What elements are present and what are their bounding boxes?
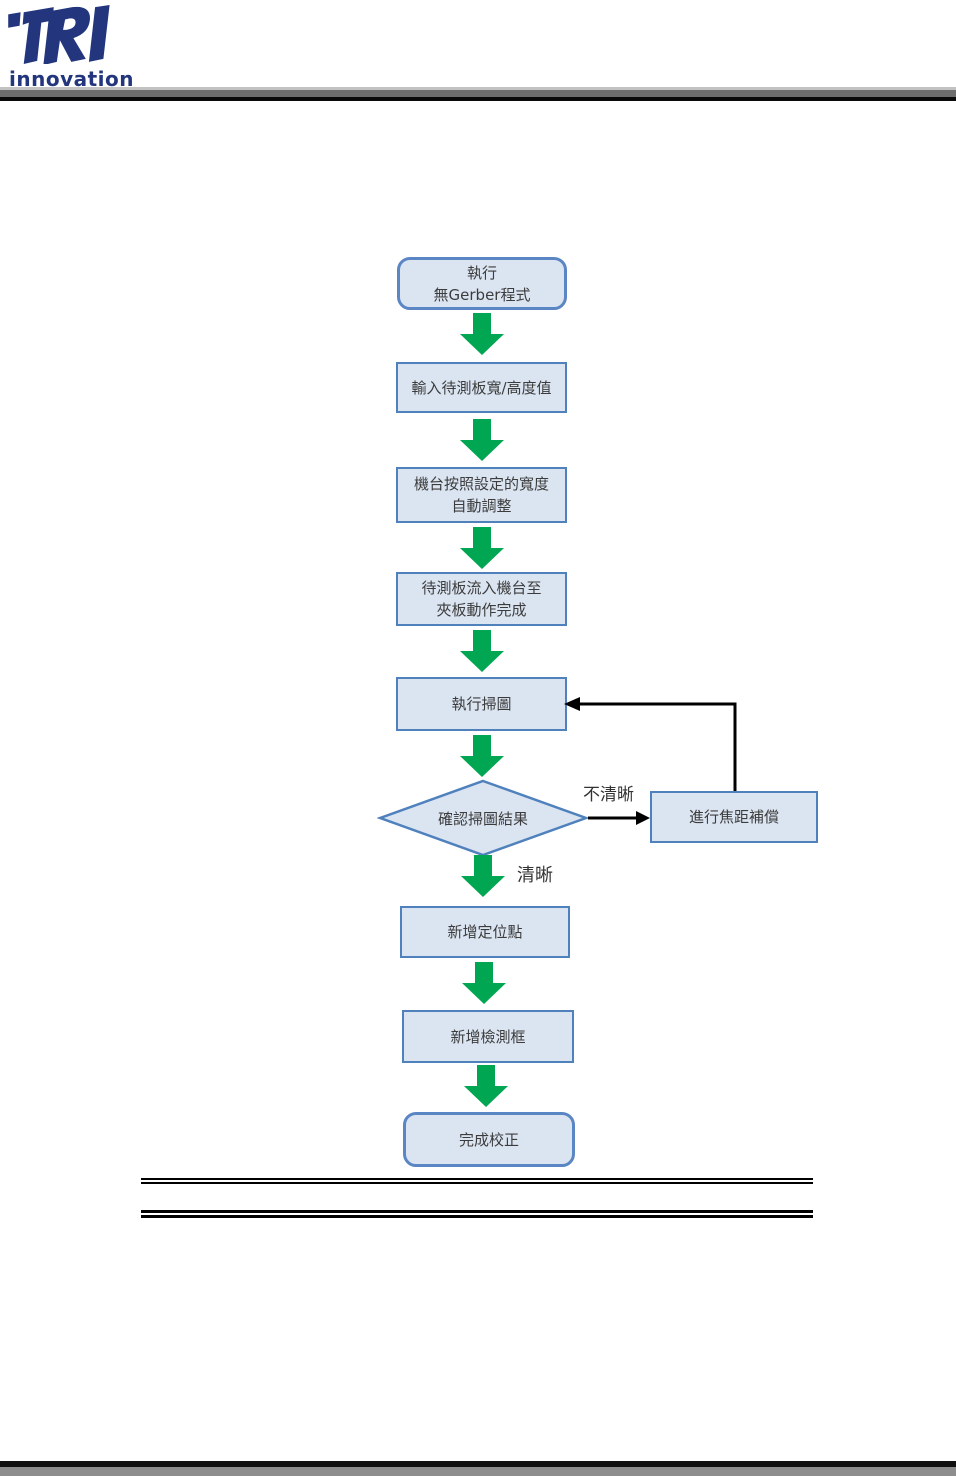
flow-node-add-locate-point-line1: 新增定位點 bbox=[447, 923, 523, 941]
connector-unclear-arrow bbox=[588, 811, 650, 825]
flow-node-scan-line1: 執行掃圖 bbox=[451, 695, 512, 713]
flow-arrow-down-2 bbox=[460, 419, 504, 461]
header-separator-light bbox=[0, 87, 956, 90]
footer-bar-black bbox=[0, 1461, 956, 1467]
flow-node-start-line1: 執行 bbox=[466, 263, 497, 282]
footer-bar-gray bbox=[0, 1467, 956, 1476]
flow-arrow-down-5 bbox=[460, 735, 504, 777]
flow-node-finish-line1: 完成校正 bbox=[458, 1130, 519, 1149]
tri-logo: innovation bbox=[8, 4, 138, 91]
flow-node-add-locate-point: 新增定位點 bbox=[400, 906, 570, 958]
flow-node-add-inspect-frame-line1: 新增檢測框 bbox=[450, 1027, 526, 1046]
flow-node-start: 執行 無Gerber程式 bbox=[397, 257, 567, 310]
flow-arrow-down-4 bbox=[460, 630, 504, 672]
header-separator-mid bbox=[0, 90, 956, 97]
flow-arrow-down-1 bbox=[460, 313, 504, 355]
flow-node-focus-comp: 進行焦距補償 bbox=[650, 791, 818, 843]
flow-node-finish: 完成校正 bbox=[403, 1112, 575, 1167]
header-separator-dark bbox=[0, 97, 956, 101]
separator-line-top-b bbox=[141, 1182, 813, 1184]
connector-feedback-arrow bbox=[564, 697, 737, 791]
flow-node-start-line2: 無Gerber程式 bbox=[433, 285, 531, 304]
flow-node-auto-adjust-line2: 自動調整 bbox=[451, 497, 512, 515]
flow-node-board-flow: 待測板流入機台至 夾板動作完成 bbox=[396, 572, 567, 626]
flow-node-auto-adjust-line1: 機台按照設定的寬度 bbox=[413, 475, 549, 493]
separator-line-bottom-b bbox=[141, 1215, 813, 1218]
flow-node-auto-adjust: 機台按照設定的寬度 自動調整 bbox=[396, 467, 567, 523]
flow-node-scan: 執行掃圖 bbox=[396, 677, 567, 731]
flow-node-check-result: 確認掃圖結果 bbox=[377, 779, 589, 857]
flow-node-check-result-line1: 確認掃圖結果 bbox=[437, 809, 528, 828]
flow-node-input-size: 輸入待測板寬/高度值 bbox=[396, 362, 567, 413]
separator-line-bottom-a bbox=[141, 1210, 813, 1213]
flow-node-input-size-line1: 輸入待測板寬/高度值 bbox=[411, 378, 552, 397]
edge-label-unclear: 不清晰 bbox=[583, 785, 634, 805]
tri-logo-mark bbox=[8, 5, 110, 66]
separator-line-top-a bbox=[141, 1178, 813, 1180]
edge-label-clear: 清晰 bbox=[517, 865, 553, 886]
flow-arrow-down-3 bbox=[460, 527, 504, 569]
flow-arrow-down-7 bbox=[462, 962, 506, 1004]
flow-node-add-inspect-frame: 新增檢測框 bbox=[402, 1010, 574, 1063]
flow-arrow-down-6 bbox=[461, 855, 505, 897]
flow-node-board-flow-line1: 待測板流入機台至 bbox=[421, 579, 542, 597]
flow-arrow-down-8 bbox=[464, 1065, 508, 1107]
flow-node-board-flow-line2: 夾板動作完成 bbox=[436, 601, 527, 619]
flow-node-focus-comp-line1: 進行焦距補償 bbox=[688, 808, 779, 826]
